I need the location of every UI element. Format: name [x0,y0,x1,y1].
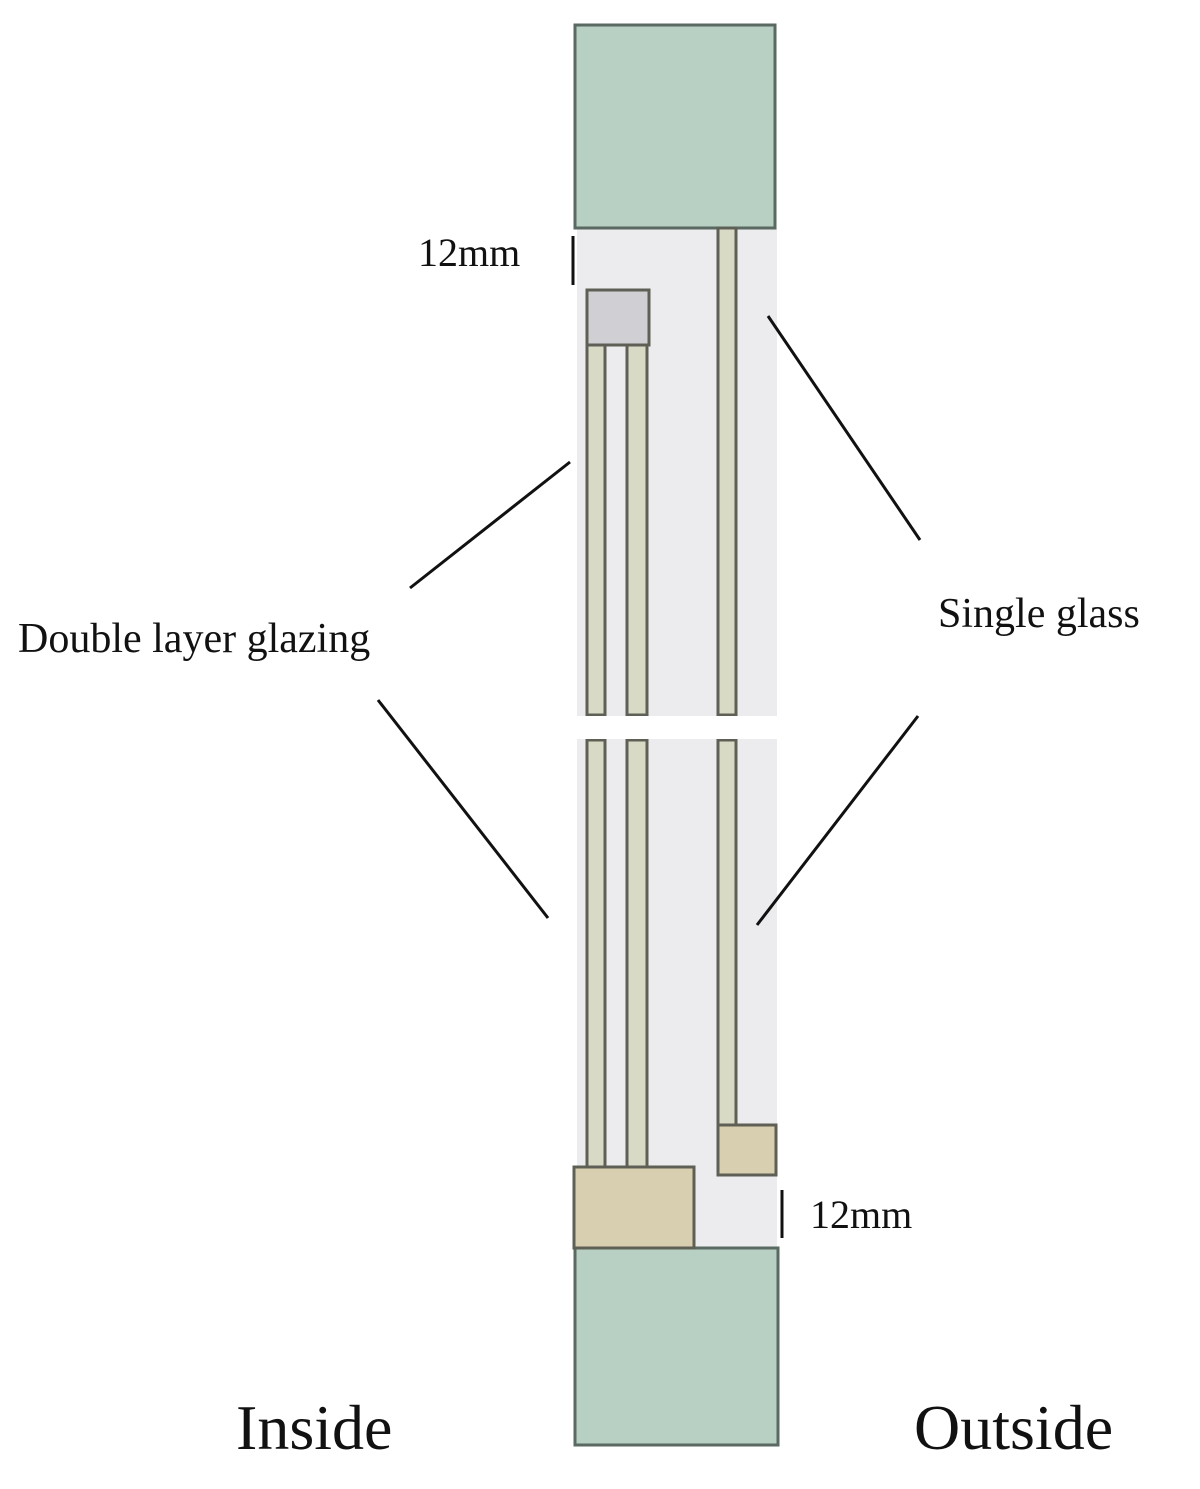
single-glass-leader-lower [755,715,920,926]
top-gap-label: 12mm [418,230,520,275]
double-glazing-pane-outer-lower [625,738,649,1170]
section-break-gap [570,716,785,739]
outside-label: Outside [914,1392,1113,1463]
double-glazing-pane-outer-upper [625,343,649,717]
bottom-gap-label: 12mm [810,1192,912,1237]
double-glazing-top-spacer [585,288,651,347]
double-glazing-label: Double layer glazing [18,616,370,662]
double-glazing-bottom-block [572,1165,696,1250]
double-glazing-leader-lower [376,699,550,919]
inside-label: Inside [236,1392,392,1463]
single-glass-pane-lower [716,738,738,1127]
top-frame [573,23,777,230]
bottom-frame [573,1246,780,1447]
double-glazing-leader-upper [409,460,571,590]
single-glass-leader-upper [766,315,922,541]
single-glass-bottom-spacer [716,1123,778,1177]
single-glass-label: Single glass [938,591,1140,637]
double-glazing-pane-inner-lower [585,738,607,1170]
double-glazing-pane-inner-upper [585,343,607,717]
single-glass-pane-upper [716,226,738,717]
